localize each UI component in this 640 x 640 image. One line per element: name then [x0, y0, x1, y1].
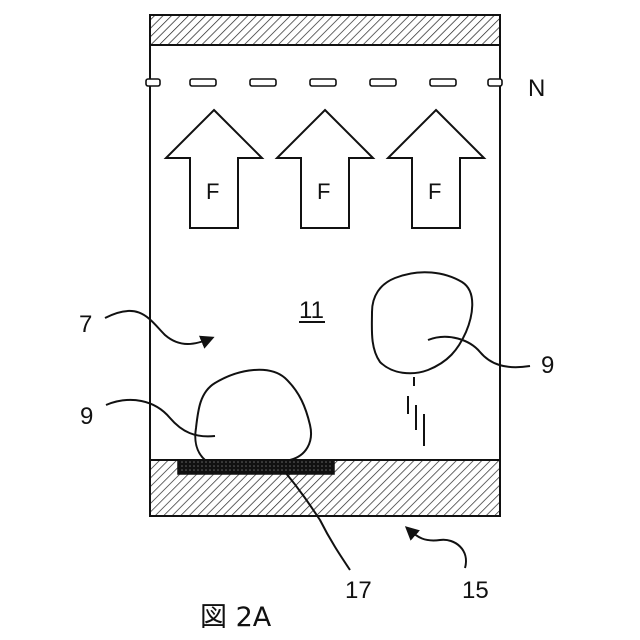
adhesion-layer [178, 460, 334, 474]
flow-arrow-1-letter: F [206, 179, 219, 204]
label-9-right: 9 [541, 352, 554, 379]
particle-right [372, 272, 472, 373]
falling-motion-lines [408, 377, 424, 446]
flow-arrow-1: F [166, 110, 262, 228]
flow-arrow-2: F [277, 110, 373, 228]
dashed-line-n [146, 79, 502, 86]
top-plate [150, 15, 500, 45]
flow-arrow-2-letter: F [317, 179, 330, 204]
particle-left [195, 370, 311, 460]
leader-7 [105, 311, 212, 344]
label-17: 17 [345, 577, 372, 604]
leader-15 [407, 528, 466, 568]
flow-arrow-3: F [388, 110, 484, 228]
label-n: N [528, 75, 545, 102]
figure-caption: 図 2A [200, 602, 272, 633]
label-11: 11 [299, 297, 324, 324]
label-7: 7 [79, 311, 92, 338]
flow-arrow-3-letter: F [428, 179, 441, 204]
label-15: 15 [462, 577, 489, 604]
label-9-left: 9 [80, 403, 93, 430]
